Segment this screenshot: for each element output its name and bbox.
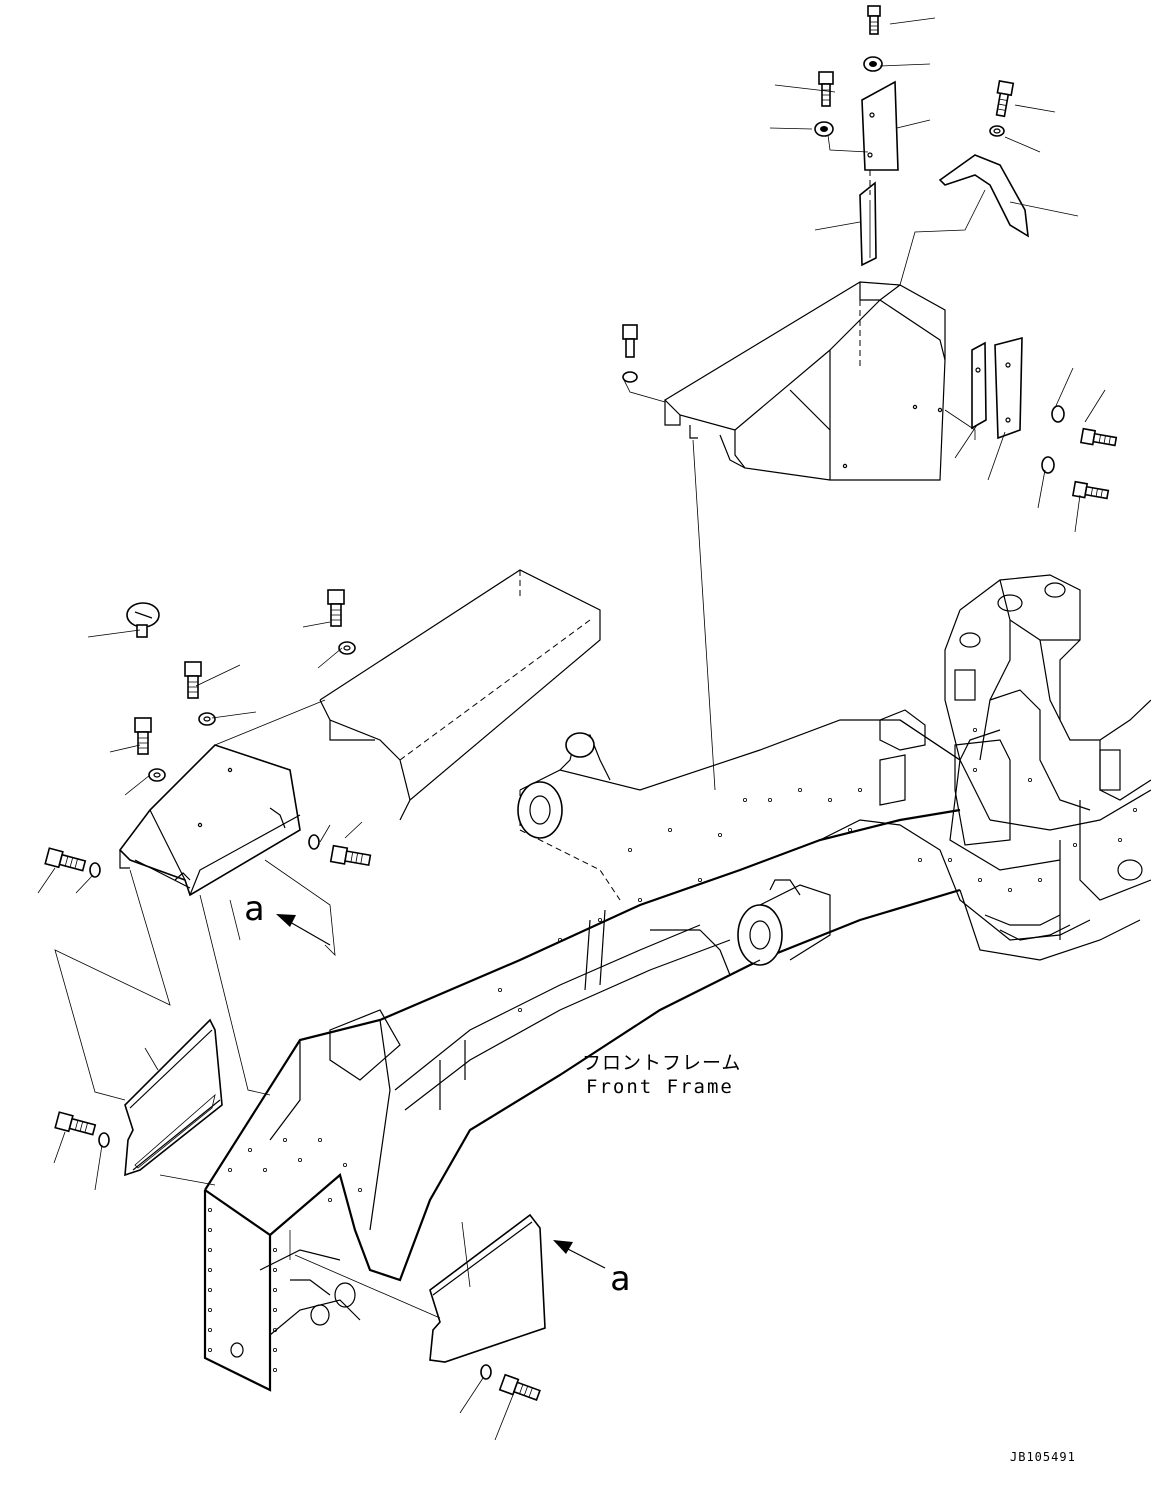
front-frame xyxy=(203,574,1151,1392)
view-arrow-lower xyxy=(553,1240,606,1269)
bottom-side-plate xyxy=(289,1213,546,1363)
view-marker-upper: a xyxy=(244,889,264,929)
frame-title-en: Front Frame xyxy=(586,1076,734,1098)
view-arrow-upper xyxy=(276,914,331,946)
view-marker-lower: a xyxy=(610,1259,630,1299)
left-cover xyxy=(54,699,336,1101)
long-cover xyxy=(319,569,601,1081)
fasteners xyxy=(44,5,1118,1401)
left-side-plate xyxy=(124,1018,223,1186)
upper-cover xyxy=(664,189,986,791)
callout-lines xyxy=(37,17,1106,1441)
frame-title-jp: フロントフレーム xyxy=(582,1052,741,1074)
drawing-id: JB105491 xyxy=(1010,1450,1076,1464)
upper-brackets xyxy=(827,80,1029,440)
